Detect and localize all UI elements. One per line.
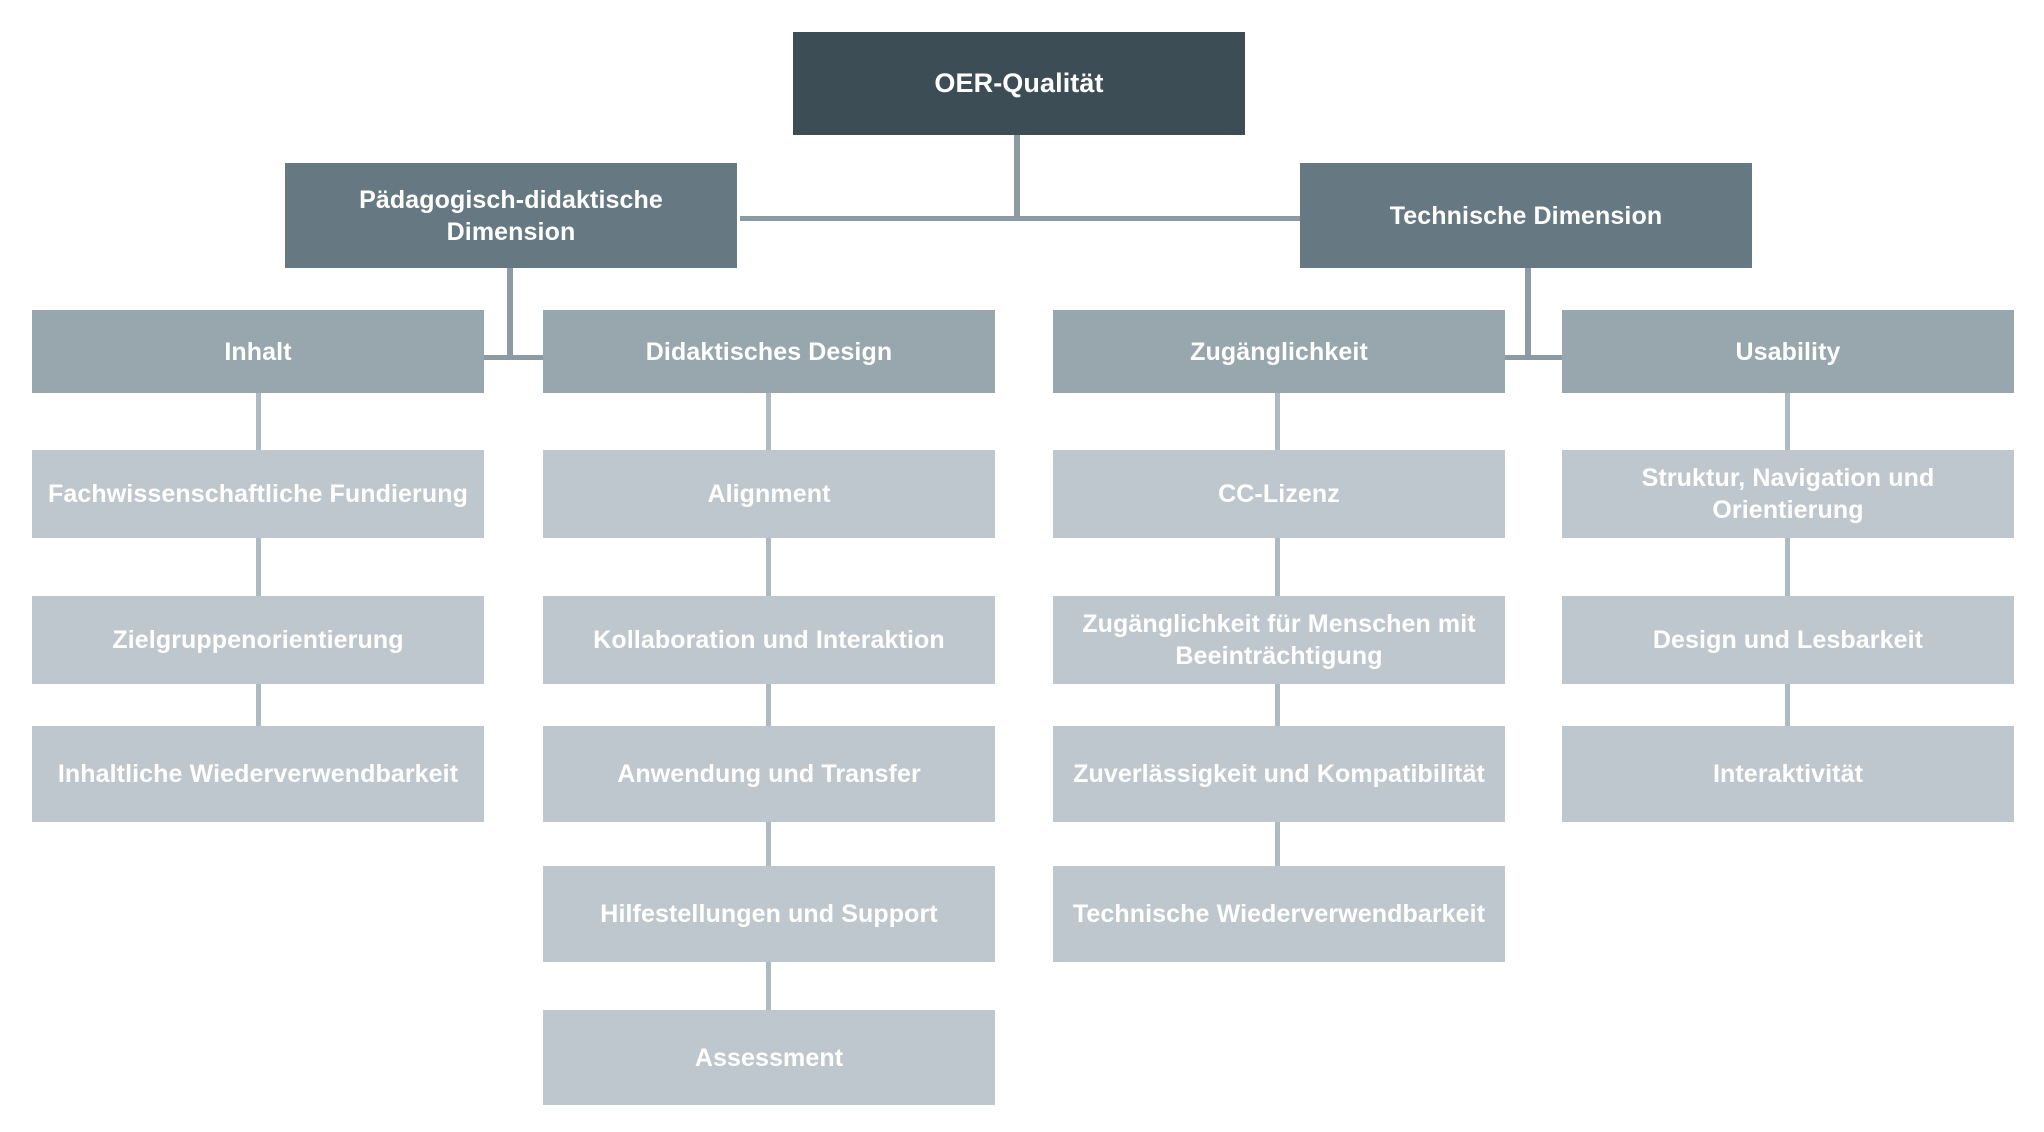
node-inhaltliche-wiederverwendbarkeit[interactable]: Inhaltliche Wiederverwendbarkeit	[32, 726, 484, 822]
node-label: Zugänglichkeit	[1190, 337, 1368, 366]
connector-column-inhalt	[256, 363, 261, 730]
node-inhalt[interactable]: Inhalt	[32, 310, 484, 393]
node-label: Didaktisches Design	[645, 337, 893, 366]
node-technische-wiederverwendbarkeit[interactable]: Technische Wiederverwendbarkeit	[1053, 866, 1505, 962]
node-label: Struktur, Navigation und Orientierung	[1641, 464, 1935, 524]
node-label: Pädagogisch-didaktische Dimension	[359, 185, 663, 246]
node-didaktisches-design[interactable]: Didaktisches Design	[543, 310, 995, 393]
connector-pedagogic-vertical	[507, 267, 513, 359]
node-cc-lizenz[interactable]: CC-Lizenz	[1053, 450, 1505, 538]
node-zielgruppenorientierung[interactable]: Zielgruppenorientierung	[32, 596, 484, 684]
node-label: CC-Lizenz	[1218, 480, 1340, 508]
node-label: Hilfestellungen und Support	[600, 900, 938, 928]
node-anwendung-und-transfer[interactable]: Anwendung und Transfer	[543, 726, 995, 822]
connector-technical-horizontal	[1501, 355, 1563, 360]
node-label: Technische Dimension	[1389, 201, 1663, 230]
node-label: Kollaboration und Interaktion	[593, 626, 945, 654]
connector-pedagogic-horizontal	[483, 355, 545, 360]
node-label: Anwendung und Transfer	[617, 760, 921, 788]
node-label: Zugänglichkeit für Menschen mit Beeinträ…	[1082, 610, 1476, 670]
node-label: Inhaltliche Wiederverwendbarkeit	[57, 760, 459, 788]
node-kollaboration-und-interaktion[interactable]: Kollaboration und Interaktion	[543, 596, 995, 684]
connector-column-didaktisches-design	[766, 363, 771, 1011]
node-label: Alignment	[707, 480, 831, 508]
node-oer-qualitaet[interactable]: OER-Qualität	[793, 32, 1245, 135]
node-zugaenglichkeit[interactable]: Zugänglichkeit	[1053, 310, 1505, 393]
connector-dimensions-horizontal	[740, 216, 1300, 221]
node-label: Technische Wiederverwendbarkeit	[1072, 900, 1486, 928]
node-label: Inhalt	[224, 337, 292, 366]
connector-column-usability	[1785, 363, 1790, 730]
node-zuverlaessigkeit-und-kompatibilitaet[interactable]: Zuverlässigkeit und Kompatibilität	[1053, 726, 1505, 822]
node-design-und-lesbarkeit[interactable]: Design und Lesbarkeit	[1562, 596, 2014, 684]
node-fachwissenschaftliche-fundierung[interactable]: Fachwissenschaftliche Fundierung	[32, 450, 484, 538]
node-label: Zielgruppenorientierung	[112, 626, 404, 654]
node-label: Zuverlässigkeit und Kompatibilität	[1073, 760, 1485, 788]
node-hilfestellungen-und-support[interactable]: Hilfestellungen und Support	[543, 866, 995, 962]
node-interaktivitaet[interactable]: Interaktivität	[1562, 726, 2014, 822]
node-label: Usability	[1735, 337, 1841, 366]
node-label: Assessment	[694, 1043, 844, 1072]
node-label: Interaktivität	[1712, 760, 1864, 788]
node-assessment[interactable]: Assessment	[543, 1010, 995, 1105]
connector-root-vertical	[1014, 135, 1020, 219]
node-technische-dimension[interactable]: Technische Dimension	[1300, 163, 1752, 268]
connector-technical-vertical	[1525, 267, 1531, 359]
node-paedagogisch-didaktische-dimension[interactable]: Pädagogisch-didaktische Dimension	[285, 163, 737, 268]
node-label: Design und Lesbarkeit	[1652, 626, 1924, 654]
node-usability[interactable]: Usability	[1562, 310, 2014, 393]
node-alignment[interactable]: Alignment	[543, 450, 995, 538]
node-label: Fachwissenschaftliche Fundierung	[48, 480, 468, 508]
node-zugaenglichkeit-fuer-menschen-mit-beeintraechtigung[interactable]: Zugänglichkeit für Menschen mit Beeinträ…	[1053, 596, 1505, 684]
node-struktur-navigation-und-orientierung[interactable]: Struktur, Navigation und Orientierung	[1562, 450, 2014, 538]
node-label: OER-Qualität	[934, 68, 1104, 99]
